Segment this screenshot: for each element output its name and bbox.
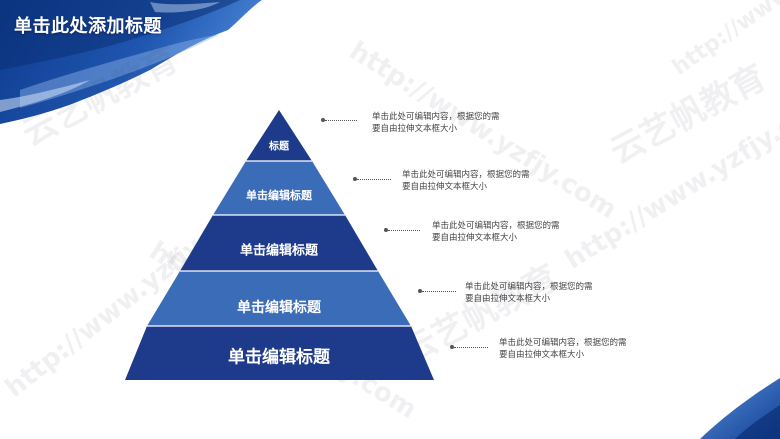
note-line: 要自由拉伸文本框大小	[432, 233, 518, 243]
leader-line	[388, 230, 420, 231]
pyramid-tier-4[interactable]	[147, 271, 411, 326]
note-text-5[interactable]: 单击此处可编辑内容，根据您的需 要自由拉伸文本框大小	[499, 337, 659, 361]
note-line: 要自由拉伸文本框大小	[372, 124, 458, 134]
pyramid-tier-1[interactable]	[246, 110, 312, 161]
leader-dot	[384, 228, 388, 232]
pyramid-tier-3[interactable]	[180, 215, 378, 271]
note-line: 单击此处可编辑内容，根据您的需	[432, 221, 560, 231]
pyramid-tier-5[interactable]	[125, 326, 434, 380]
note-line: 要自由拉伸文本框大小	[465, 294, 551, 304]
note-line: 单击此处可编辑内容，根据您的需	[402, 170, 530, 180]
leader-line	[357, 179, 391, 180]
pyramid-tier-label: 单击编辑标题	[228, 347, 330, 368]
note-line: 单击此处可编辑内容，根据您的需	[465, 282, 593, 292]
note-text-1[interactable]: 单击此处可编辑内容，根据您的需 要自由拉伸文本框大小	[372, 111, 532, 135]
note-line: 单击此处可编辑内容，根据您的需	[372, 112, 500, 122]
pyramid-tier-2[interactable]	[213, 161, 345, 215]
note-text-4[interactable]: 单击此处可编辑内容，根据您的需 要自由拉伸文本框大小	[465, 281, 625, 305]
note-line: 要自由拉伸文本框大小	[499, 350, 585, 360]
note-line: 要自由拉伸文本框大小	[402, 182, 488, 192]
pyramid-tier-label: 单击编辑标题	[246, 189, 312, 202]
note-text-2[interactable]: 单击此处可编辑内容，根据您的需 要自由拉伸文本框大小	[402, 169, 562, 193]
leader-dot	[418, 289, 422, 293]
pyramid-tier-label: 标题	[269, 141, 289, 153]
page-title: 单击此处添加标题	[14, 16, 162, 37]
leader-dot	[321, 118, 325, 122]
pyramid-tier-label: 单击编辑标题	[237, 300, 321, 316]
note-line: 单击此处可编辑内容，根据您的需	[499, 338, 627, 348]
leader-dot	[353, 177, 357, 181]
pyramid-tier-label: 单击编辑标题	[239, 243, 319, 259]
leader-dot	[450, 345, 454, 349]
leader-line	[454, 347, 488, 348]
leader-line	[325, 120, 357, 121]
note-text-3[interactable]: 单击此处可编辑内容，根据您的需 要自由拉伸文本框大小	[432, 220, 592, 244]
leader-line	[422, 291, 456, 292]
